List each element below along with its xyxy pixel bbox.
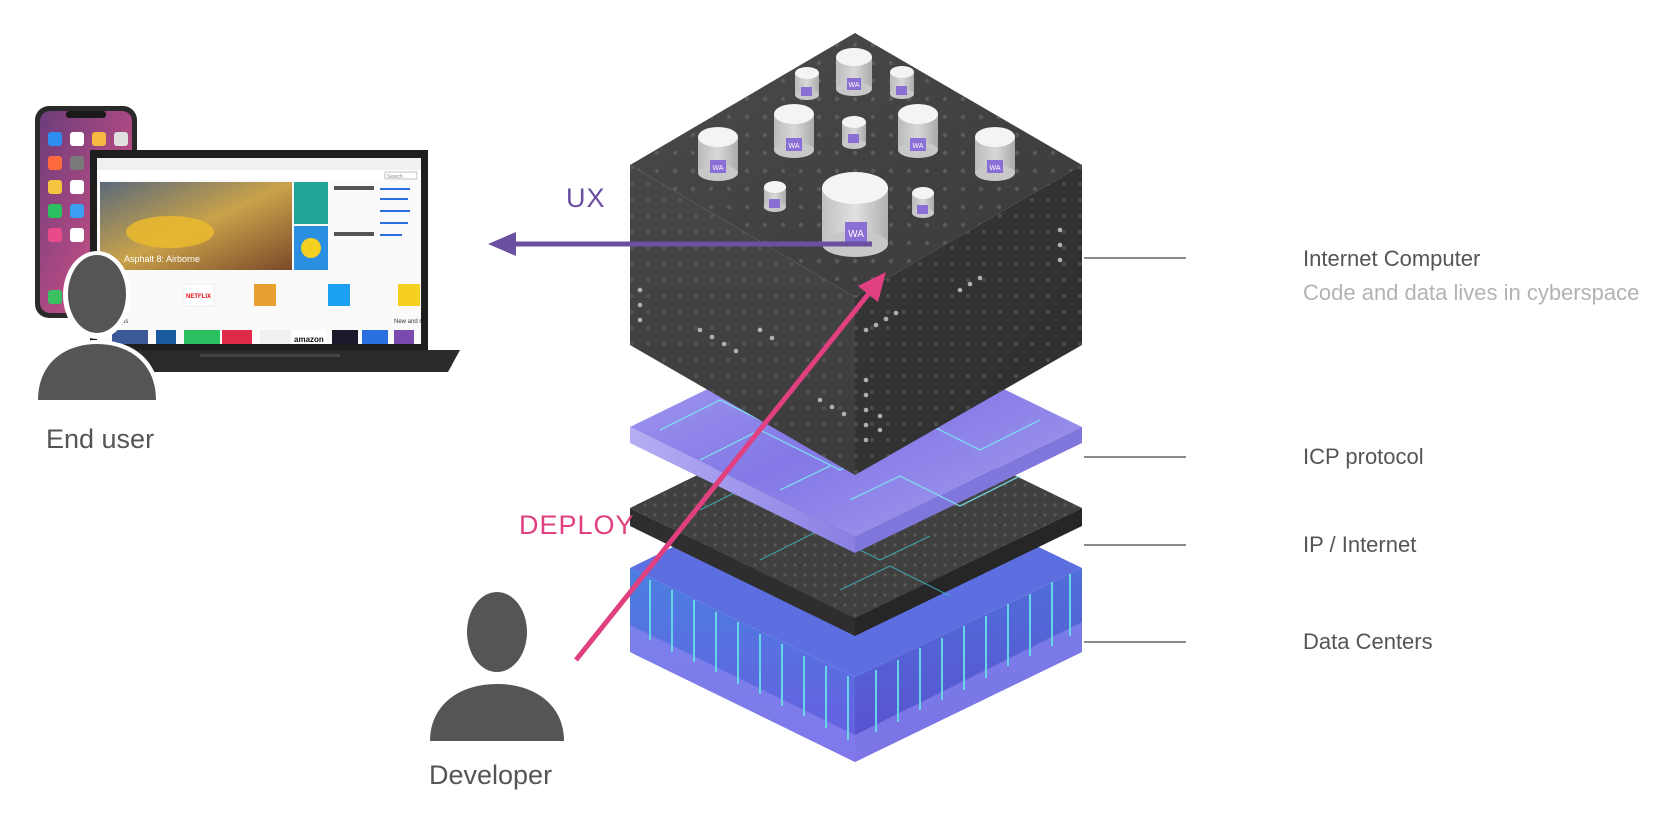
canister <box>912 187 934 218</box>
canister <box>764 181 786 212</box>
layer-connectors <box>1084 257 1186 643</box>
canister <box>890 66 914 99</box>
svg-text:WA: WA <box>848 82 859 89</box>
end-user-icon <box>34 251 160 400</box>
cube-light-dots <box>637 227 1063 443</box>
svg-text:NETFLIX: NETFLIX <box>186 294 211 300</box>
laptop: Search Asphalt 8: Airborne NETFLIX Top a… <box>60 150 460 372</box>
developer-icon <box>430 592 564 741</box>
canister <box>795 67 819 100</box>
end-user-devices: Search Asphalt 8: Airborne NETFLIX Top a… <box>34 106 460 400</box>
svg-text:WA: WA <box>989 165 1000 172</box>
laptop-screen: Search Asphalt 8: Airborne NETFLIX Top a… <box>97 158 448 344</box>
canister-group: WA WA <box>698 48 1015 257</box>
canister: WA <box>698 127 738 181</box>
ux-arrow <box>488 232 872 256</box>
svg-text:New and rising apps: New and rising apps <box>394 319 448 325</box>
laptop-app-row: NETFLIX Top apps New and rising apps ama… <box>104 283 448 344</box>
data-centers-label: Data Centers <box>1303 629 1433 654</box>
canister: WA <box>975 127 1015 181</box>
svg-text:WA: WA <box>912 143 923 150</box>
deploy-arrow <box>574 272 886 662</box>
end-user-label: End user <box>46 424 155 454</box>
canister: WA <box>836 48 872 96</box>
deploy-arrow-label: DEPLOY <box>519 510 635 540</box>
svg-text:amazon: amazon <box>294 335 324 344</box>
icp-protocol-label: ICP protocol <box>1303 444 1424 469</box>
svg-text:WA: WA <box>788 143 799 150</box>
developer-label: Developer <box>429 760 553 790</box>
ux-arrow-label: UX <box>566 183 606 213</box>
canister <box>842 116 866 149</box>
canister: WA <box>774 104 814 158</box>
svg-text:Asphalt 8: Airborne: Asphalt 8: Airborne <box>124 254 200 264</box>
canister: WA <box>898 104 938 158</box>
internet-computer-label: Internet Computer <box>1303 246 1481 271</box>
svg-text:WA: WA <box>712 165 723 172</box>
internet-computer-subtitle: Code and data lives in cyberspace <box>1303 280 1640 305</box>
ip-internet-label: IP / Internet <box>1303 532 1417 557</box>
svg-text:Search: Search <box>387 174 403 180</box>
dc-light-pillars <box>649 574 1071 740</box>
svg-text:WA: WA <box>848 229 864 240</box>
internet-computer-cube: WA WA <box>630 33 1082 475</box>
